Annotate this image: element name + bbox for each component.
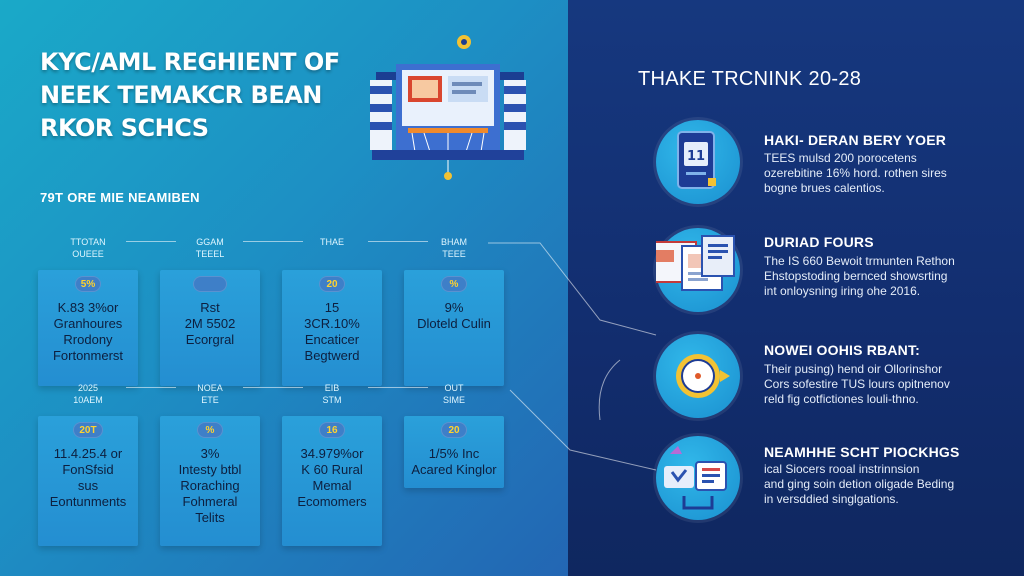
stats-row-2: 2025 10AEM NOEA ETE EIB STM OUT SIME 20T… — [38, 382, 504, 546]
feature-body: TEES mulsd 200 porocetens ozerebitine 16… — [764, 151, 947, 195]
stat-text: 15 3CR.10% Encaticer Begtwerd — [304, 300, 360, 363]
header-divider — [126, 241, 176, 242]
feature-heading: DURIAD FOURS — [764, 234, 874, 250]
stat-badge: 20 — [441, 422, 467, 438]
feature-item[interactable]: DURIAD FOURS The IS 660 Bewoit trmunten … — [656, 228, 996, 318]
feature-body: ical Siocers rooal instrinnsion and ging… — [764, 462, 955, 506]
column-header: 2025 10AEM — [73, 383, 103, 405]
documents-icon — [656, 228, 740, 312]
feature-heading: HAKI- DERAN BERY YOER — [764, 132, 947, 148]
header-divider — [243, 387, 303, 388]
column-header: EIB STM — [322, 383, 342, 405]
stats-row-1: TTOTAN OUEEE GGAM TEEEL THAE BHAM TEEE 5… — [38, 236, 504, 386]
column-headers: TTOTAN OUEEE GGAM TEEEL THAE BHAM TEEE — [38, 236, 488, 270]
compass-icon — [656, 334, 740, 418]
stat-card[interactable]: % 9% Dloteld Culin — [404, 270, 504, 386]
column-header: BHAM TEEE — [440, 237, 467, 259]
title-line: RKOR SCHCS — [40, 114, 209, 142]
building-illustration-icon — [370, 35, 526, 180]
stat-card[interactable]: 20 15 3CR.10% Encaticer Begtwerd — [282, 270, 382, 386]
feature-heading: NEAMHHE SCHT PIOCKHGS — [764, 444, 960, 460]
stat-text: 34.979%or K 60 Rural Memal Ecomomers — [297, 446, 367, 509]
header-divider — [243, 241, 303, 242]
stat-text: 9% Dloteld Culin — [417, 300, 491, 331]
stat-card[interactable]: Rst 2M 5502 Ecorgral — [160, 270, 260, 386]
column-header: TTOTAN OUEEE — [70, 237, 106, 259]
column-headers: 2025 10AEM NOEA ETE EIB STM OUT SIME — [38, 382, 488, 416]
title-line: KYC/AML REGHIENT OF — [40, 48, 340, 76]
column-header: THAE — [319, 237, 344, 247]
stat-badge: 5% — [74, 276, 102, 292]
stat-badge — [193, 276, 227, 292]
title-line: NEEK TEMAKCR BEAN — [40, 81, 322, 109]
column-header: NOEA ETE — [197, 383, 223, 405]
main-title: KYC/AML REGHIENT OF NEEK TEMAKCR BEAN RK… — [40, 46, 370, 145]
stat-card[interactable]: % 3% Intesty btbl Roraching Fohmeral Tel… — [160, 416, 260, 546]
header-divider — [368, 387, 428, 388]
feature-body: Their pusing) hend oir Ollorinshor Cors … — [764, 362, 950, 406]
section-label: 79T ORE MIE NEAMIBEN — [40, 190, 200, 205]
header-divider — [126, 387, 176, 388]
stat-cards: 5% K.83 3%or Granhoures Rrodony Fortonme… — [38, 270, 504, 386]
feature-item[interactable]: 11 HAKI- DERAN BERY YOER TEES mulsd 200 … — [656, 120, 996, 210]
stat-text: 3% Intesty btbl Roraching Fohmeral Telit… — [178, 446, 242, 525]
column-header: OUT SIME — [442, 383, 465, 405]
stat-badge: 20 — [319, 276, 345, 292]
header-divider — [368, 241, 428, 242]
feature-item[interactable]: NEAMHHE SCHT PIOCKHGS ical Siocers rooal… — [656, 436, 996, 526]
stat-badge: 20T — [73, 422, 103, 438]
stat-text: Rst 2M 5502 Ecorgral — [184, 300, 236, 347]
stat-text: 1/5% Inc Acared Kinglor — [411, 446, 497, 477]
stat-card[interactable]: 20T 11.4.25.4 or FonSfsid sus Eontunment… — [38, 416, 138, 546]
feature-body: The IS 660 Bewoit trmunten Rethon Ehstop… — [764, 254, 955, 298]
stat-card[interactable]: 5% K.83 3%or Granhoures Rrodony Fortonme… — [38, 270, 138, 386]
stat-card[interactable]: 20 1/5% Inc Acared Kinglor — [404, 416, 504, 488]
stat-badge: 16 — [319, 422, 345, 438]
timeline-title: THAKE TRCNINK 20-28 — [638, 68, 862, 90]
feature-heading: NOWEI OOHIS RBANT: — [764, 342, 921, 358]
stat-card[interactable]: 16 34.979%or K 60 Rural Memal Ecomomers — [282, 416, 382, 546]
card-reader-icon: 11 — [656, 120, 740, 204]
stat-text: K.83 3%or Granhoures Rrodony Fortonmerst — [52, 300, 124, 363]
svg-text:11: 11 — [687, 149, 705, 164]
stat-badge: % — [197, 422, 223, 438]
feature-item[interactable]: NOWEI OOHIS RBANT: Their pusing) hend oi… — [656, 334, 996, 424]
scale-icon — [656, 436, 740, 520]
stat-badge: % — [441, 276, 467, 292]
column-header: GGAM TEEEL — [195, 237, 225, 259]
stat-cards: 20T 11.4.25.4 or FonSfsid sus Eontunment… — [38, 416, 504, 546]
stat-text: 11.4.25.4 or FonSfsid sus Eontunments — [49, 446, 127, 509]
